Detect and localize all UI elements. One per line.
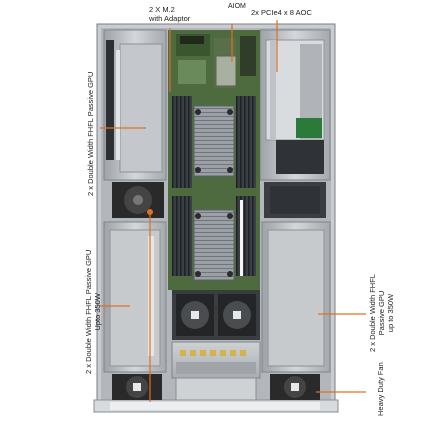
- label-gpu-right: 2 x Double Width FHFL Passive GPU up to …: [368, 274, 395, 352]
- gpu-bay-mid-right: [261, 221, 331, 373]
- fan-bottom-right: [270, 374, 320, 400]
- label-pcie: 2x PCIe4 x 8 AOC: [251, 8, 312, 17]
- label-gpu-mid-left-line1: 2 x Double Width FHFL Passive GPU: [84, 249, 93, 374]
- fan-bank-center: [172, 290, 260, 340]
- pcie-riser-area: [259, 29, 331, 181]
- label-gpu-right-line3: up to 350W: [386, 293, 395, 333]
- fan-left-upper: [112, 182, 164, 218]
- cpu1-heatsink: [193, 105, 235, 177]
- fan-bottom-center: [175, 377, 257, 401]
- fan-right-upper: [264, 182, 326, 218]
- leader-lines: [100, 20, 366, 402]
- label-m2-line1: 2 X M.2: [149, 5, 175, 14]
- gpu-bay-top-left: [103, 29, 167, 181]
- cpu2-dimm-bank: [172, 196, 256, 276]
- label-aiom: AIOM: [228, 3, 246, 10]
- label-gpu-mid-left-line2: Upto 350W: [93, 293, 102, 331]
- cpu1-dimm-bank: [172, 96, 256, 188]
- label-gpu-top-left-text: 2 x Double Width FHFL Passive GPU: [86, 71, 95, 196]
- label-gpu-right-line1: 2 x Double Width FHFL: [368, 274, 377, 352]
- label-gpu-top-left: 2 x Double Width FHFL Passive GPU: [86, 72, 95, 196]
- label-m2-line2: with Adaptor: [149, 14, 191, 23]
- label-fan: Heavy Duty Fan: [376, 362, 385, 416]
- leader-dot-fan: [147, 209, 153, 215]
- label-gpu-mid-left: 2 x Double Width FHFL Passive GPU Upto 3…: [84, 250, 102, 374]
- backplane: [171, 341, 261, 379]
- label-fan-text: Heavy Duty Fan: [376, 362, 385, 416]
- fan-bottom-left: [112, 374, 162, 400]
- label-gpu-right-line2: Passive GPU: [377, 290, 386, 336]
- gpu-bay-mid-left: [103, 221, 167, 373]
- cpu2-heatsink: [193, 209, 235, 281]
- front-bezel: [93, 399, 339, 413]
